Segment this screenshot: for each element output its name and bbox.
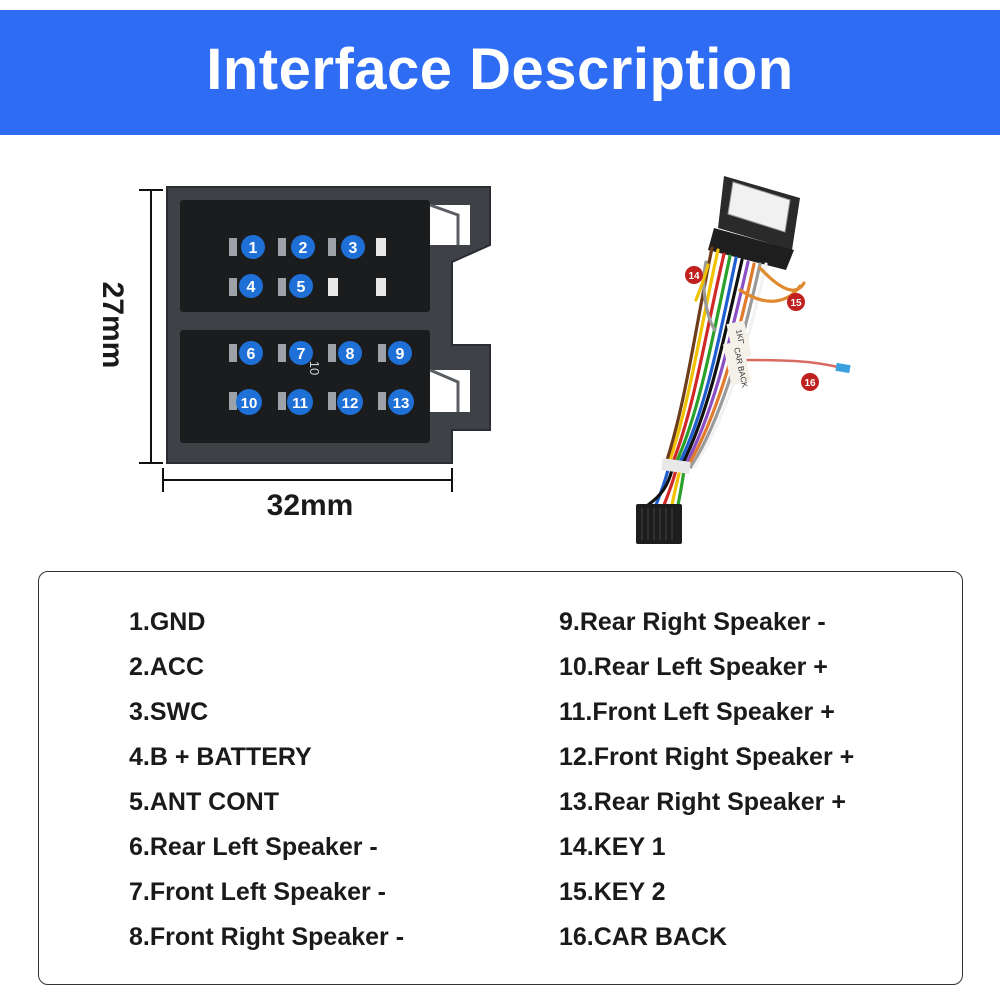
header-banner: Interface Description [0,10,1000,135]
legend-item: 14.KEY 1 [559,833,666,861]
width-dimension: 32mm [162,468,453,522]
molded-mark: 10 [307,361,322,375]
pin-badge: 7 [289,341,313,365]
pin-label: 2 [299,240,308,257]
legend-column-left: 1.GND 2.ACC 3.SWC 4.B + BATTERY 5.ANT CO… [129,606,404,966]
pin-badge: 8 [338,341,362,365]
pin-badge: 1 [241,235,265,259]
pin-badges: 1 2 3 4 5 6 7 8 9 10 11 12 13 [236,235,414,415]
pin-label: 7 [297,346,306,363]
pin-label: 1 [249,240,258,257]
pin-badge: 9 [388,341,412,365]
legend-item: 13.Rear Right Speaker + [559,788,846,816]
height-label: 27mm [96,282,129,369]
connector-diagram: 27mm 32mm [0,150,1000,570]
legend-item: 10.Rear Left Speaker + [559,653,828,681]
callout-badge: 15 [787,293,805,311]
legend-item: 2.ACC [129,653,205,681]
pin-label: 11 [292,395,308,412]
pin-badge: 10 [236,389,262,415]
legend-item: 1.GND [129,608,206,636]
height-dimension: 27mm [96,189,163,464]
pin-badge: 4 [239,274,263,298]
legend-item: 16.CAR BACK [559,923,728,951]
pin-badge: 2 [291,235,315,259]
legend-item: 8.Front Right Speaker - [129,923,405,951]
legend-item: 6.Rear Left Speaker - [129,833,378,861]
legend-column-right: 9.Rear Right Speaker - 10.Rear Left Spea… [559,606,854,966]
pin-label: 13 [393,395,410,412]
pin-label: 9 [396,346,405,363]
callout-label: 16 [804,378,816,389]
legend-item: 3.SWC [129,698,209,726]
callout-label: 15 [790,298,802,309]
pin-label: 4 [247,279,256,296]
callout-badge: 14 [685,266,703,284]
pin-badge: 12 [337,389,363,415]
pin-badge: 6 [239,341,263,365]
legend-item: 12.Front Right Speaker + [559,743,855,771]
legend-item: 15.KEY 2 [559,878,666,906]
legend-item: 4.B + BATTERY [129,743,312,771]
pin-label: 3 [349,240,358,257]
page-title: Interface Description [206,37,794,102]
pin-label: 8 [346,346,355,363]
pin-badge: 13 [388,389,414,415]
pin-label: 6 [247,346,256,363]
wiring-harness: 1KP CAR BACK 14 15 16 [636,176,851,544]
iso-connector: 10 [166,186,491,464]
pin-badge: 5 [289,274,313,298]
callout-label: 14 [688,271,700,282]
pin-badge: 3 [341,235,365,259]
harness-top-connector [708,176,800,270]
pin-label: 12 [342,395,359,412]
pin-badge: 11 [287,389,313,415]
legend-item: 5.ANT CONT [129,788,279,816]
width-label: 32mm [267,489,354,522]
pin-label: 5 [297,279,306,296]
wire-tag-back: CAR BACK [722,340,752,389]
callout-badge: 16 [801,373,819,391]
legend-item: 11.Front Left Speaker + [559,698,835,726]
legend-item: 7.Front Left Speaker - [129,878,386,906]
legend-item: 9.Rear Right Speaker - [559,608,826,636]
pin-label: 10 [241,395,258,412]
pin-legend: 1.GND 2.ACC 3.SWC 4.B + BATTERY 5.ANT CO… [38,571,963,985]
wire-tag-key-text: 1KP [734,329,746,346]
